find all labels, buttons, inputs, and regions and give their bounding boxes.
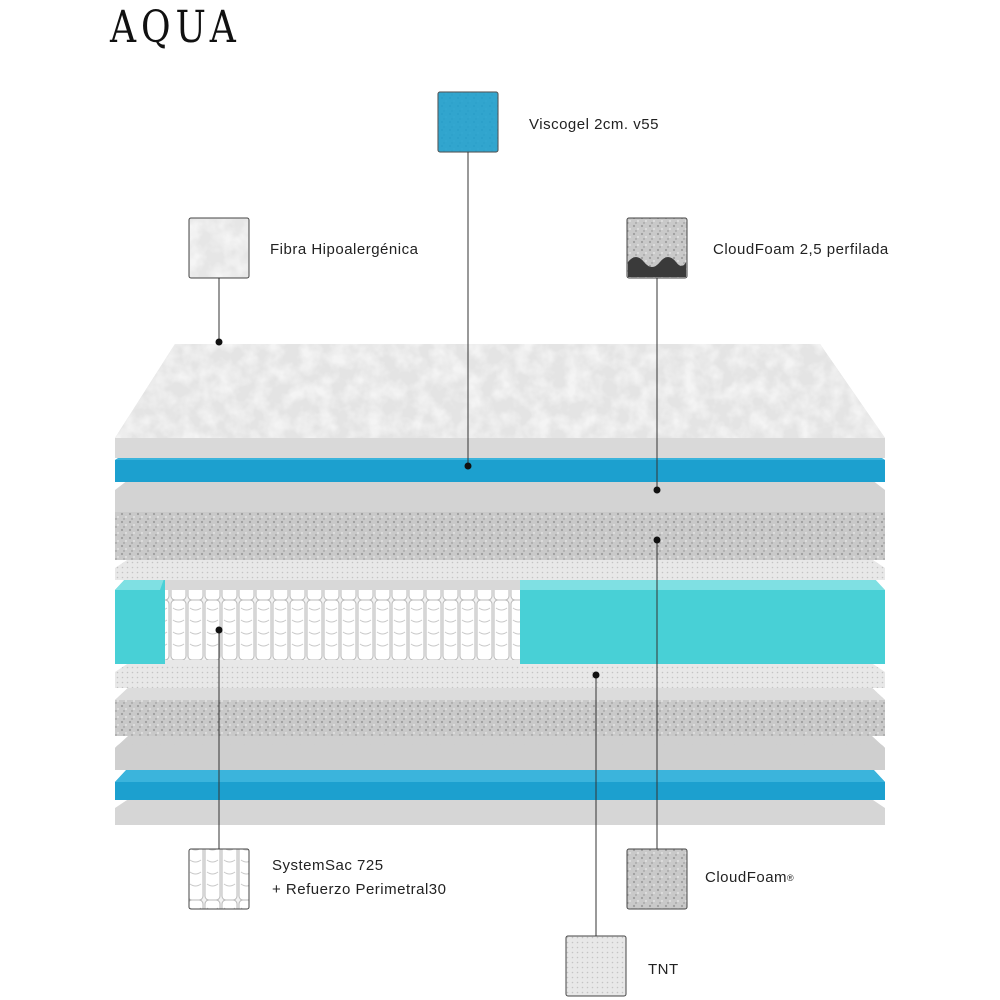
layer-lower-tnt bbox=[115, 662, 885, 688]
layer-bottom-cloudfoam bbox=[115, 686, 885, 736]
layer-upper-cloudfoam-perfilada bbox=[115, 480, 885, 512]
layer-top-fibra bbox=[115, 344, 885, 458]
cloudfoam-perfilada-label: CloudFoam 2,5 perfilada bbox=[713, 240, 889, 260]
viscogel-marker bbox=[465, 463, 472, 470]
tnt-label: TNT bbox=[648, 960, 679, 980]
tnt-swatch bbox=[566, 936, 626, 996]
layer-systemsac-core bbox=[115, 576, 885, 664]
systemsac-swatch bbox=[189, 849, 249, 909]
layer-bottom-tnt bbox=[115, 798, 885, 825]
systemsac-marker bbox=[216, 627, 223, 634]
cloudfoam-label-text: CloudFoam bbox=[705, 869, 787, 886]
viscogel-swatch bbox=[438, 92, 498, 152]
cloudfoam-swatch bbox=[627, 849, 687, 909]
registered-mark: ® bbox=[787, 873, 794, 883]
fibra-marker bbox=[216, 339, 223, 346]
fibra-label: Fibra Hipoalergénica bbox=[270, 240, 418, 260]
systemsac-label-line1: SystemSac 725 bbox=[272, 856, 384, 876]
cloudfoam-label: CloudFoam® bbox=[705, 868, 794, 888]
tnt-marker bbox=[593, 672, 600, 679]
layer-bottom-cloudfoam-perfilada bbox=[115, 736, 885, 770]
cloudfoam-perfilada-swatch bbox=[627, 218, 687, 278]
layer-bottom-viscogel bbox=[115, 768, 885, 800]
fibra-swatch bbox=[189, 218, 249, 278]
cloudfoam-marker bbox=[654, 537, 661, 544]
layer-upper-tnt bbox=[115, 558, 885, 580]
viscogel-label: Viscogel 2cm. v55 bbox=[529, 115, 659, 135]
systemsac-label-line2: + Refuerzo Perimetral30 bbox=[272, 880, 447, 900]
cloudfoam-perfilada-marker bbox=[654, 487, 661, 494]
